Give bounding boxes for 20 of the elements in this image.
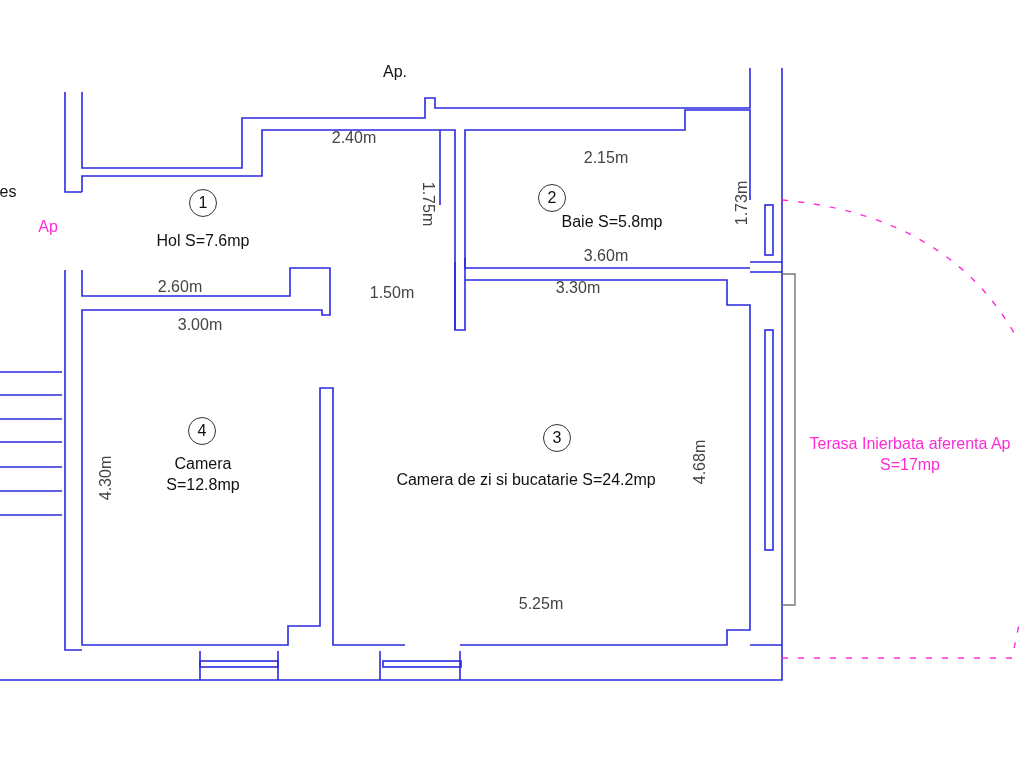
dimension-label: 1.50m [369,284,415,302]
terrace-label: Terasa Inierbata aferenta Ap S=17mp [808,434,1012,475]
partial-label: es [0,183,17,201]
dimension-label: 3.00m [177,316,223,334]
room-label: Baie S=5.8mp [560,211,664,232]
apartment-label: Ap [38,218,58,236]
room-label: Camera de zi si bucatarie S=24.2mp [396,469,656,490]
dimension-label: 3.30m [555,279,601,297]
dimension-label: 1.75m [419,181,437,227]
dimension-label: 5.25m [518,595,564,613]
dimension-label: 2.60m [157,278,203,296]
dimension-label: 4.68m [691,439,709,485]
room-label: Hol S=7.6mp [155,230,251,251]
apartment-label: Ap. [383,63,407,81]
dimension-label: 2.15m [583,149,629,167]
dimension-label: 2.40m [331,129,377,147]
dimension-label: 1.73m [733,180,751,226]
room-label: Camera S=12.8mp [165,454,241,495]
dimension-label: 3.60m [583,247,629,265]
dimension-label: 4.30m [97,455,115,501]
